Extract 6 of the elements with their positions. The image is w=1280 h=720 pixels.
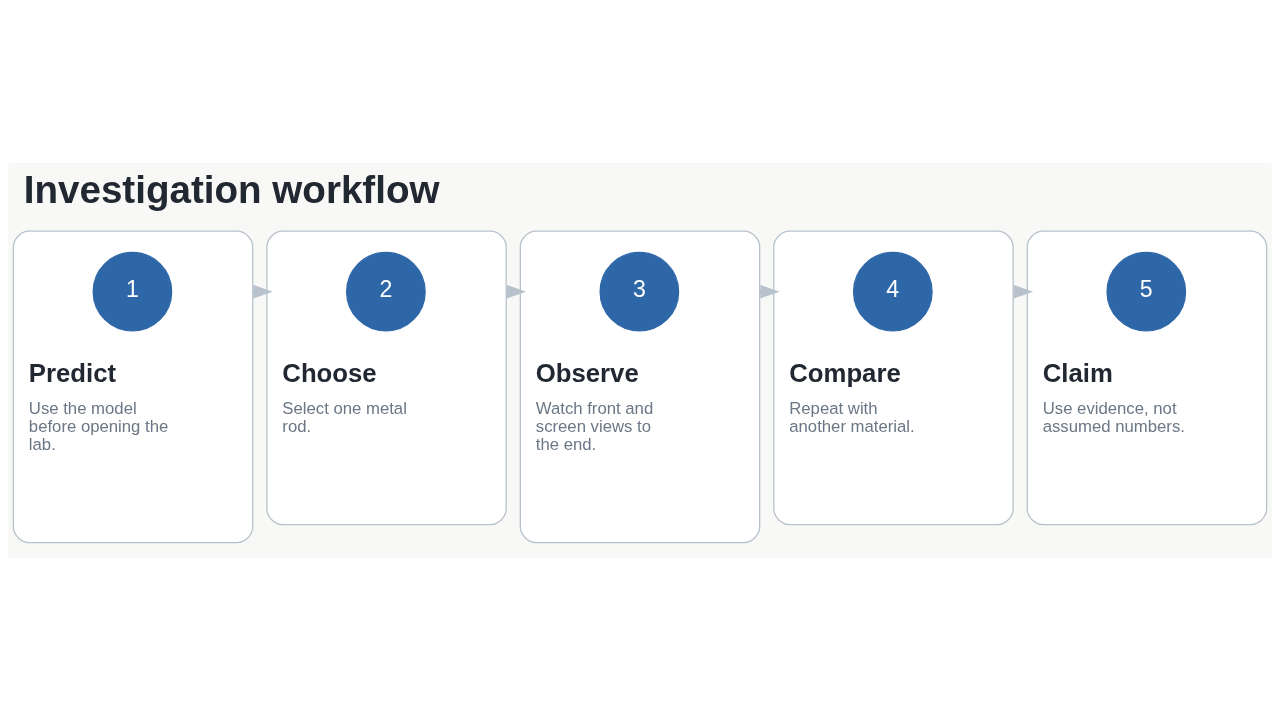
node-circle: 2 xyxy=(346,251,426,332)
node-circle: 4 xyxy=(852,251,933,332)
node-circle: 1 xyxy=(92,251,173,332)
diagram-title: Investigation workflow xyxy=(23,167,440,211)
node-circle: 3 xyxy=(599,251,680,332)
node-circle: 5 xyxy=(1106,251,1187,332)
